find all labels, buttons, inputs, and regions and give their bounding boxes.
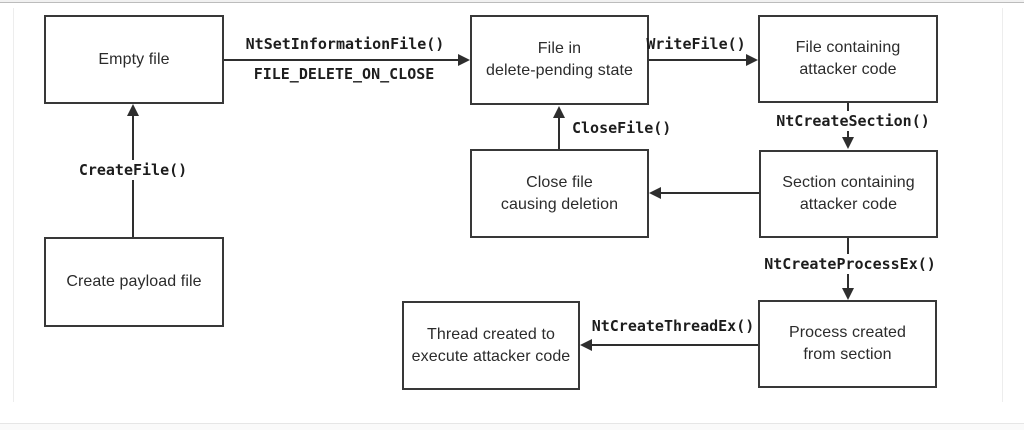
label-closefile: CloseFile() xyxy=(572,119,672,137)
label-ntcreatethreadex: NtCreateThreadEx() xyxy=(591,317,755,335)
arrow-ntcreatethreadex-line xyxy=(591,344,758,346)
arrow-section-to-close-line xyxy=(660,192,759,194)
box-thread-created-line1: Thread created to xyxy=(427,325,555,343)
arrow-closefile-arrowhead-up-icon xyxy=(553,106,565,118)
box-section-containing-attacker-code: Section containing attacker code xyxy=(759,150,938,238)
arrow-writefile-line xyxy=(649,59,748,61)
label-ntcreatesection: NtCreateSection() xyxy=(771,111,935,131)
box-empty-file: Empty file xyxy=(44,15,224,104)
box-file-in-delete-pending-state-line1: File in xyxy=(537,40,582,58)
box-file-containing-attacker-code-line1: File containing xyxy=(795,39,901,57)
label-writefile: WriteFile() xyxy=(646,35,746,53)
label-ntsetinformationfile: NtSetInformationFile() xyxy=(245,35,445,53)
arrow-closefile-line xyxy=(558,115,560,149)
arrow-createfile-arrowhead-up-icon xyxy=(127,104,139,116)
box-section-containing-attacker-code-line2: attacker code xyxy=(799,196,898,213)
box-create-payload-file-text: Create payload file xyxy=(66,273,202,291)
arrow-writefile-arrowhead-right-icon xyxy=(746,54,758,66)
top-edge-strip xyxy=(0,0,1024,3)
box-empty-file-text: Empty file xyxy=(98,50,170,68)
box-close-file-causing-deletion-line1: Close file xyxy=(526,173,593,191)
box-process-created-line2: from section xyxy=(803,346,892,363)
box-process-created-from-section: Process created from section xyxy=(758,300,937,388)
box-thread-created-line2: execute attacker code xyxy=(411,347,571,365)
box-file-in-delete-pending-state: File in delete-pending state xyxy=(470,15,649,105)
box-file-containing-attacker-code-line2: attacker code xyxy=(799,61,897,78)
label-createfile: CreateFile() xyxy=(73,160,193,180)
arrow-ntcreatethreadex-arrowhead-left-icon xyxy=(580,339,592,351)
box-file-containing-attacker-code: File containing attacker code xyxy=(758,15,938,103)
box-process-created-line1: Process created xyxy=(788,324,907,342)
box-close-file-causing-deletion-line2: causing deletion xyxy=(500,195,619,213)
bottom-edge-strip xyxy=(0,423,1024,430)
box-section-containing-attacker-code-line1: Section containing xyxy=(782,174,915,192)
figure-panel xyxy=(13,8,1003,402)
box-file-in-delete-pending-state-line2: delete-pending state xyxy=(486,62,633,79)
arrow-ntcreateprocessex-arrowhead-down-icon xyxy=(842,288,854,300)
label-ntcreateprocessex: NtCreateProcessEx() xyxy=(759,254,941,274)
box-thread-created-to-execute-attacker-code: Thread created to execute attacker code xyxy=(402,301,580,390)
arrow-ntsetinformationfile-arrowhead-right-icon xyxy=(458,54,470,66)
arrow-section-to-close-arrowhead-left-icon xyxy=(649,187,661,199)
label-file-delete-on-close: FILE_DELETE_ON_CLOSE xyxy=(253,65,435,83)
box-create-payload-file: Create payload file xyxy=(44,237,224,327)
box-close-file-causing-deletion: Close file causing deletion xyxy=(470,149,649,238)
arrow-ntcreatesection-arrowhead-down-icon xyxy=(842,137,854,149)
arrow-ntsetinformationfile-line xyxy=(224,59,462,61)
